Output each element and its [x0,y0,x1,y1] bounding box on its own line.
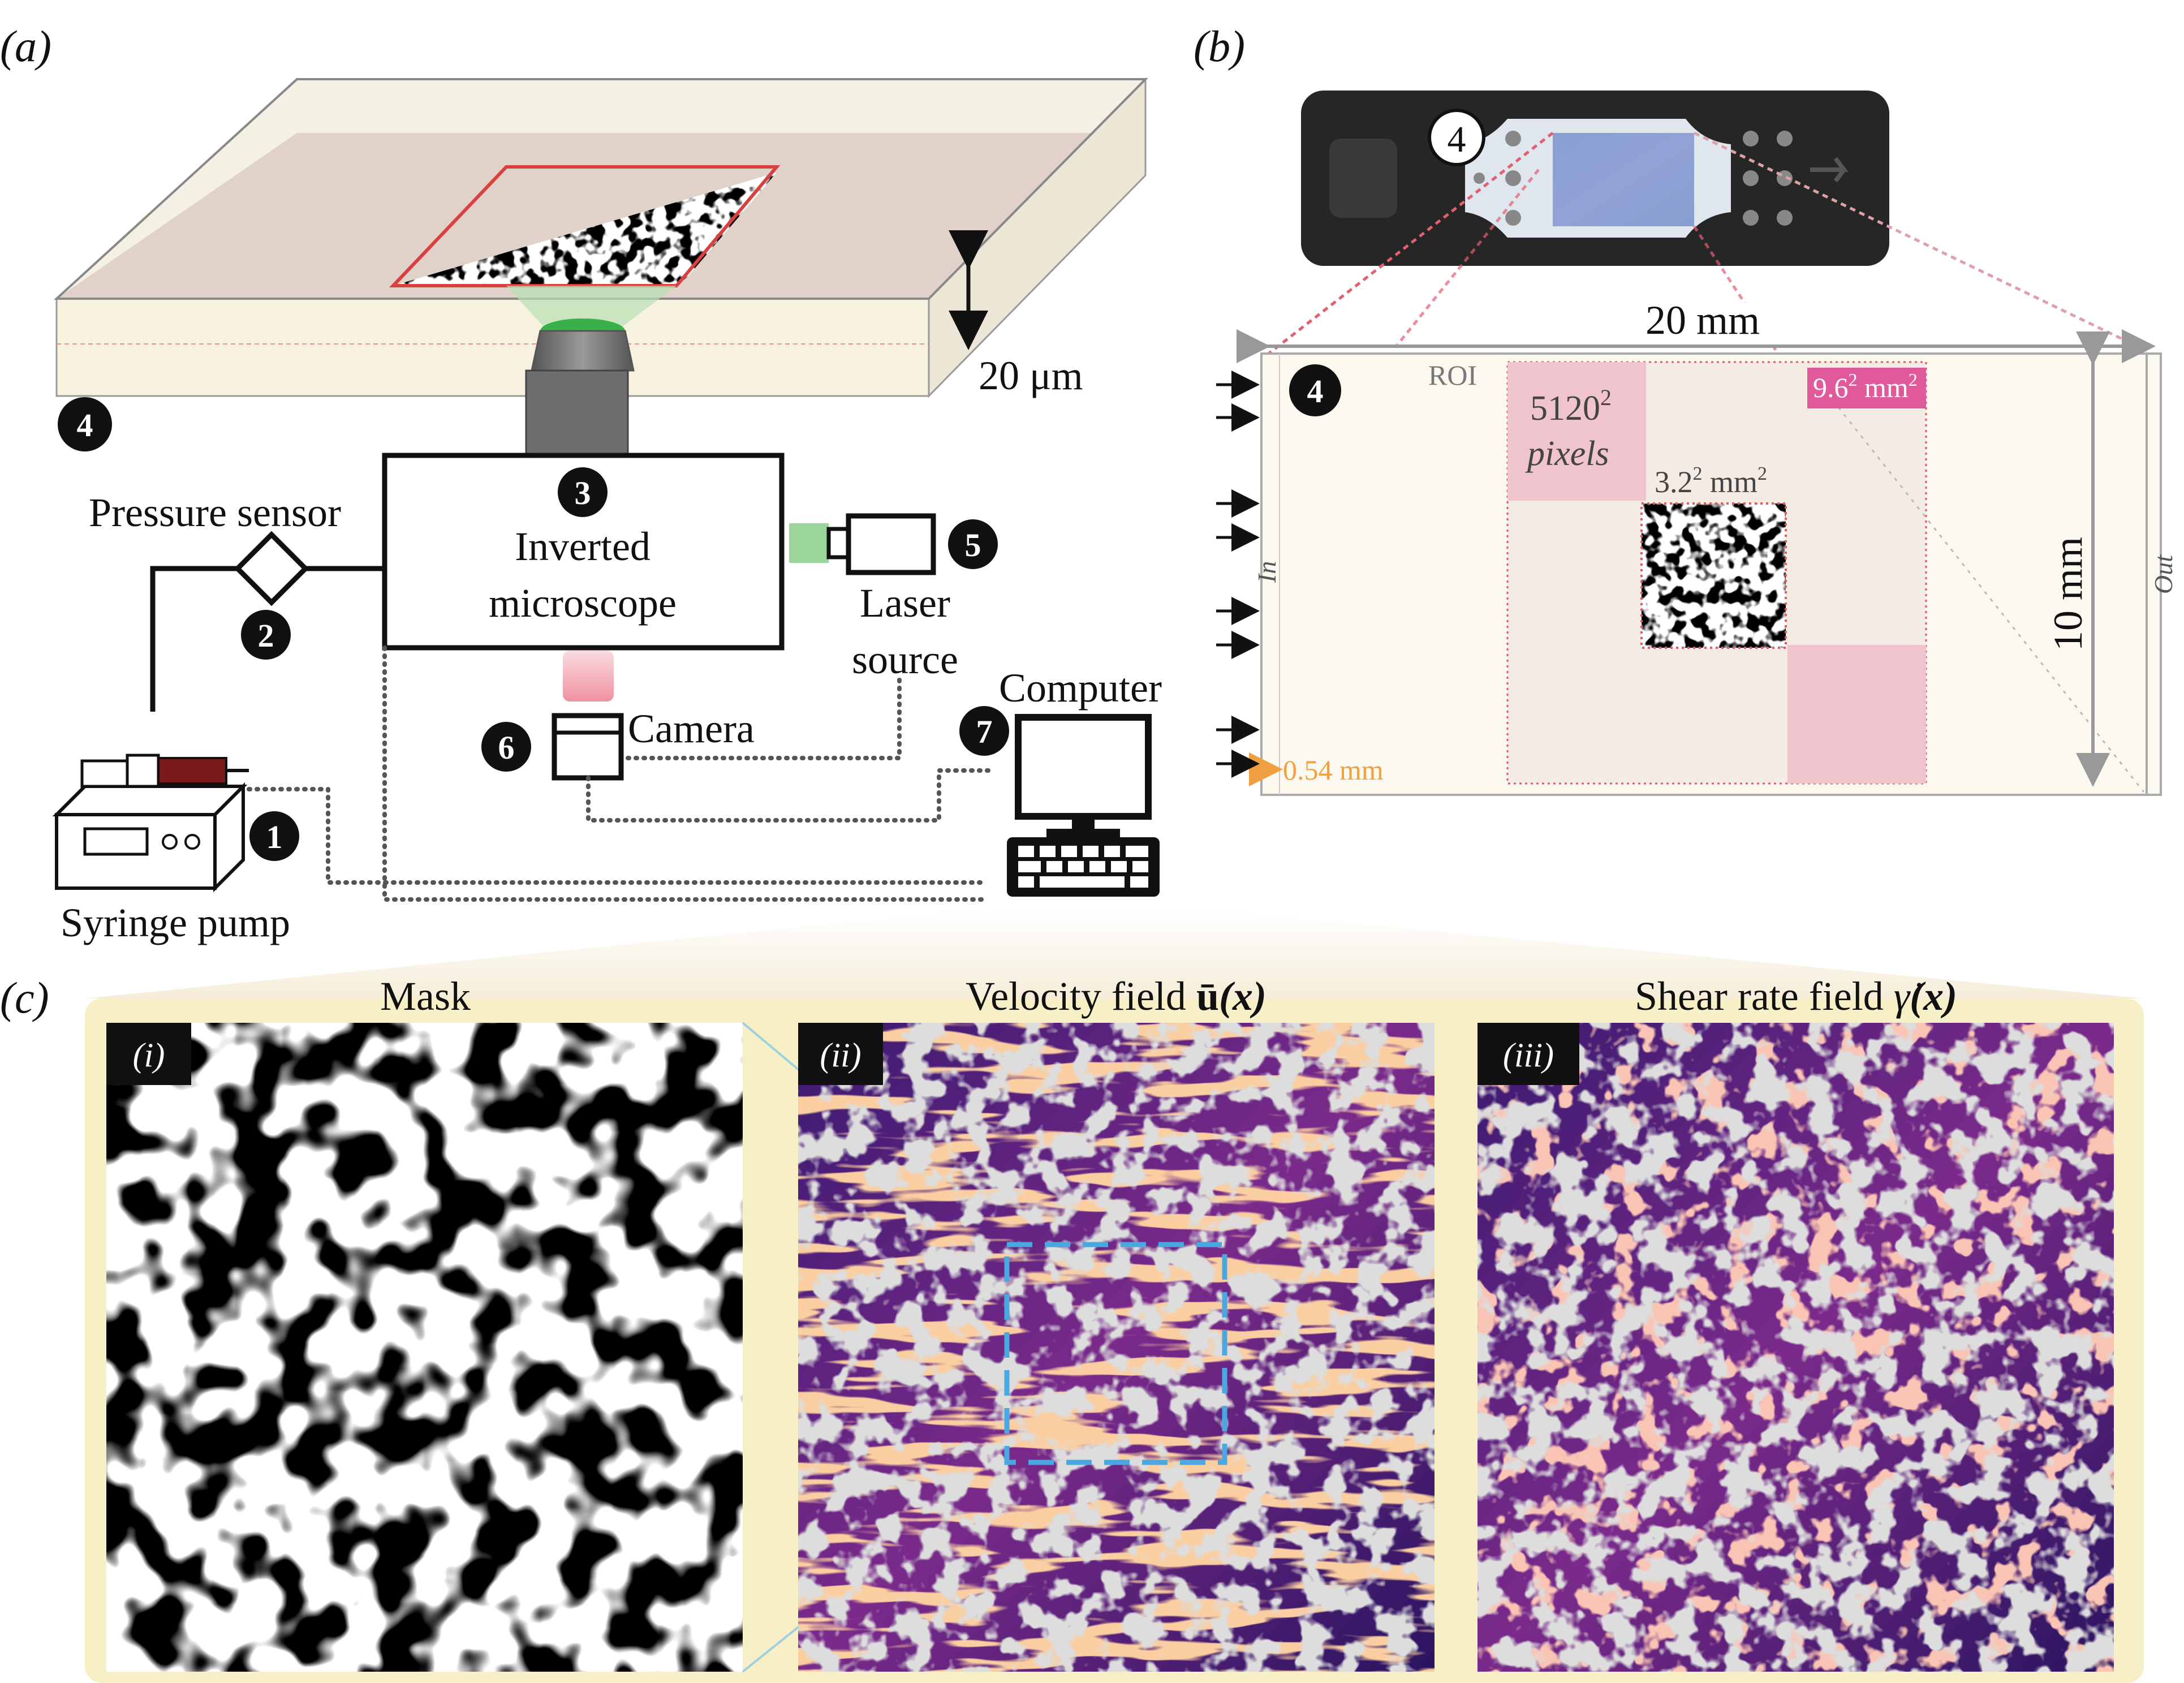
velocity-zoom-box [1004,1242,1227,1465]
computer-badge: 7 [976,713,993,750]
mask-title: Mask [380,974,471,1019]
panel-b: (b) 4 [1194,21,2178,796]
camera: 6 Camera [481,651,755,781]
gap-label: 0.54 mm [1283,754,1384,786]
channel-schematic: 9.62 mm2 ROI 51202 pixels 3.22 mm2 In Ou… [1237,298,2178,796]
roi-pink-tile-top [1507,362,1646,501]
objective-lens [525,318,635,457]
microfluidic-chip-3d: 20 μm [53,77,1148,398]
signal-lines [247,645,993,902]
width-label: 20 mm [1645,298,1760,343]
laser-label-line2: source [852,637,958,682]
panel-b-letter: (b) [1194,21,1245,71]
pixels-unit: pixels [1525,434,1609,473]
microscope-badge: 3 [575,475,591,511]
thickness-label: 20 μm [979,353,1083,398]
chip-badge: 4 [58,397,112,451]
panel-c: (c) Mask (i) Velocity field ū(x) (ii) [0,911,2144,1683]
subpanel-velocity: Velocity field ū(x) (ii) [798,974,1435,1672]
subpanel-shear: Shear rate field γ̇(x) (iii) [1477,974,2114,1672]
laser-badge: 5 [965,527,981,563]
syringe-pump: 1 Syringe pump [52,754,299,945]
device-photo: 4 [1301,91,1889,266]
shear-title: Shear rate field γ̇(x) [1635,974,1957,1019]
camera-label: Camera [628,706,755,751]
velocity-field-image [798,1023,1435,1672]
schematic-badge: 4 [1307,373,1324,410]
roi-size-badge [1807,368,1926,408]
height-label: 10 mm [2045,537,2091,651]
laser-label-line1: Laser [860,580,950,626]
pressure-sensor-label: Pressure sensor [89,490,341,535]
shear-field-image [1477,1023,2114,1672]
microscope-label-line2: microscope [489,580,677,626]
mask-tag: (i) [133,1036,165,1074]
pump-label: Syringe pump [61,900,290,945]
inlet-label: In [1252,561,1281,583]
zoom-funnel [85,911,2144,998]
photo-badge: 4 [1448,119,1466,160]
panel-a: (a) 20 μm 4 [0,21,1162,945]
camera-badge: 6 [498,729,515,766]
panel-c-letter: (c) [0,973,49,1022]
pump-badge: 1 [266,819,283,855]
svg-text:4: 4 [77,407,93,444]
roi-pink-tile-bottom [1787,645,1926,784]
outlet-label: Out [2149,554,2178,594]
mask-image [106,1023,743,1672]
zoom-lines [1260,131,2148,360]
roi-label: ROI [1428,359,1477,391]
inflow-arrows [1216,371,1260,778]
pixels-value: 51202 [1530,385,1612,428]
computer: 7 Computer [959,665,1162,897]
panel-a-letter: (a) [0,21,51,71]
velocity-tag: (ii) [820,1036,861,1074]
roi-inner-mask [1642,503,1786,648]
pressure-sensor-badge: 2 [258,617,274,654]
inverted-microscope: 3 Inverted microscope [382,453,785,651]
laser-source: 5 Laser source [789,513,998,682]
velocity-title: Velocity field ū(x) [966,974,1267,1019]
subpanel-mask: Mask (i) [106,974,743,1672]
microscope-label-line1: Inverted [515,524,651,569]
computer-label: Computer [999,665,1162,711]
shear-tag: (iii) [1503,1036,1554,1074]
light-cone [506,286,677,331]
inner-size-label: 3.22 mm2 [1655,463,1767,499]
roi-size-label: 9.62 mm2 [1813,369,1918,403]
pressure-sensor: Pressure sensor 2 [89,490,385,712]
